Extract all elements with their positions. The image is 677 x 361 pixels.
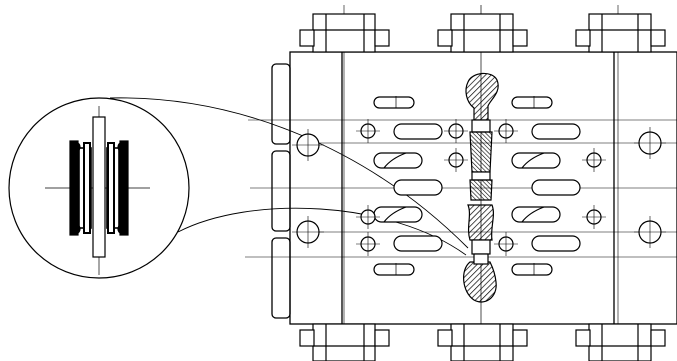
- oblong-slot: [531, 235, 581, 252]
- detail-oring: [73, 142, 81, 152]
- oblong-slot: [531, 179, 581, 196]
- slot-edge-curve: [521, 206, 545, 223]
- tie-rod-top: [437, 13, 528, 53]
- oblong-slot-small: [373, 263, 415, 276]
- oblong-slot-small: [373, 96, 415, 109]
- oblong-slot: [393, 179, 443, 196]
- side-boss: [271, 150, 291, 232]
- slot-edge-curve: [383, 152, 407, 169]
- side-boss: [271, 63, 291, 145]
- detail-shaft: [92, 116, 106, 258]
- port-slots: [356, 96, 606, 276]
- detail-oring: [117, 224, 125, 234]
- side-circles: [292, 127, 666, 248]
- oblong-slot: [373, 206, 423, 223]
- slot-edge-curve: [521, 152, 545, 169]
- stem-section-bottom: [463, 261, 497, 303]
- leader-line-upper: [109, 97, 469, 249]
- stem-section-top: [465, 72, 499, 121]
- stem-section: [471, 239, 491, 255]
- detail-view: [8, 97, 469, 279]
- slot-edge-curve: [383, 206, 407, 223]
- stem-section: [471, 119, 491, 133]
- oblong-slot: [373, 152, 423, 169]
- detail-oring: [117, 142, 125, 152]
- detail-seal-right-ring: [107, 142, 115, 234]
- oblong-slot-small: [511, 263, 553, 276]
- sectioned-stem: [463, 72, 499, 303]
- stem-neck: [473, 253, 489, 265]
- oblong-slot: [531, 123, 581, 140]
- bottom-bolts: [299, 323, 666, 361]
- detail-seal-left-ring: [83, 142, 91, 234]
- detail-circle: [8, 97, 190, 279]
- tie-rod-bottom: [299, 323, 390, 361]
- oblong-slot: [393, 235, 443, 252]
- stem-section: [471, 171, 491, 181]
- oblong-slot-small: [511, 96, 553, 109]
- oblong-slot: [511, 206, 561, 223]
- detail-seal-left-outer: [69, 140, 79, 236]
- top-bolts: [299, 13, 666, 53]
- tie-rod-top: [299, 13, 390, 53]
- oblong-slot: [511, 152, 561, 169]
- oblong-slot: [393, 123, 443, 140]
- tie-rod-bottom: [575, 323, 666, 361]
- valve-block: [245, 5, 677, 361]
- tie-rod-bottom: [437, 323, 528, 361]
- side-boss: [271, 237, 291, 319]
- stem-section-mid: [467, 204, 495, 241]
- stem-section-dark: [469, 179, 493, 201]
- detail-seal-right-outer: [119, 140, 129, 236]
- detail-oring: [73, 224, 81, 234]
- tie-rod-top: [575, 13, 666, 53]
- stem-section-dark: [469, 131, 493, 173]
